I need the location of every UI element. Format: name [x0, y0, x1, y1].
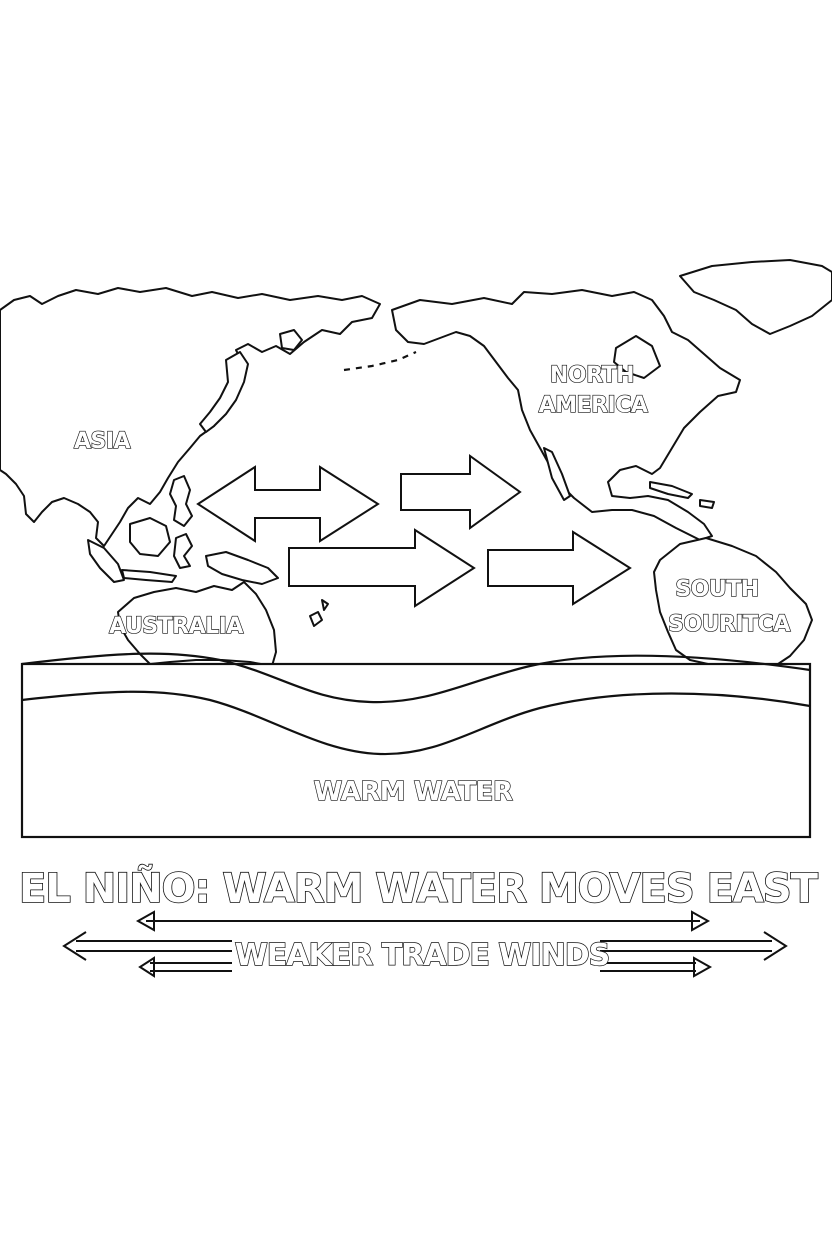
aleutian-islands [343, 350, 417, 372]
thermocline-wave [21, 690, 811, 756]
cuba-island [649, 481, 693, 499]
hudson-bay [613, 335, 661, 379]
world-map [0, 259, 832, 693]
trade-winds-label: WEAKER TRADE WINDS [235, 938, 610, 973]
left-arrow-icon [62, 931, 232, 961]
australia-label: AUSTRALIA [109, 614, 243, 639]
japan-island [199, 351, 249, 433]
diagram-title: EL NIÑO: WARM WATER MOVES EAST [19, 864, 819, 912]
right-arrow-icon [600, 931, 788, 961]
north-america-label-line2: AMERICA [539, 393, 648, 418]
east-arrow-icon [288, 528, 476, 608]
east-arrow-icon [400, 454, 522, 530]
east-arrow-icon [487, 530, 632, 606]
left-arrow-icon [138, 956, 232, 978]
north-america-label-line1: NORTH [550, 363, 634, 388]
double-arrow-icon [196, 465, 380, 543]
wind-arrows [196, 454, 632, 608]
ocean-cross-section [20, 652, 812, 839]
hokkaido-island [279, 329, 303, 351]
pacific-island [309, 611, 323, 627]
right-arrow-icon [600, 956, 713, 978]
south-america-label-line1: SOUTH [675, 577, 758, 602]
asia-label: ASIA [74, 429, 131, 454]
long-double-arrow-icon [135, 910, 711, 932]
south-america-label-line2: SOURITCA [668, 612, 790, 637]
region-labels: ASIA AUSTRALIA NORTH AMERICA SOUTH SOURI… [73, 362, 791, 807]
trade-winds-legend: WEAKER TRADE WINDS [62, 910, 788, 978]
sumatra-island [87, 539, 125, 583]
greenland-landmass [679, 259, 832, 335]
caribbean-island [699, 499, 715, 509]
baja-california [543, 447, 571, 501]
australia-landmass [117, 581, 277, 667]
ocean-surface-wave [21, 652, 811, 704]
warm-water-label: WARM WATER [314, 777, 513, 807]
south-america-landmass [653, 537, 813, 673]
borneo-island [129, 517, 171, 557]
java-island [121, 569, 177, 583]
pacific-island [321, 599, 329, 611]
philippines-island [169, 475, 193, 527]
sulawesi-island [173, 533, 193, 569]
new-guinea-island [205, 551, 279, 585]
